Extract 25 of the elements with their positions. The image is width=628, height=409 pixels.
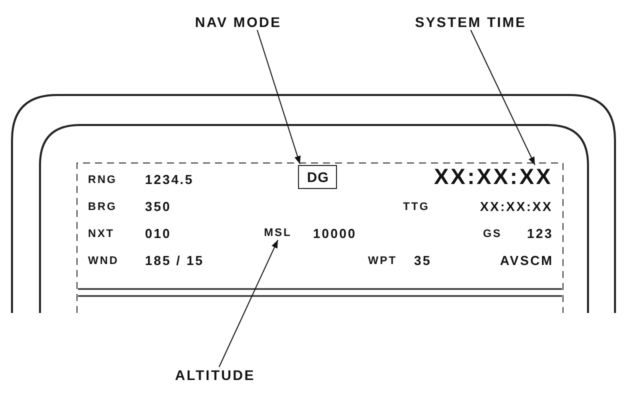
field-value: 35 (414, 254, 432, 267)
field-label: WPT (368, 256, 397, 267)
callout-label: NAV MODE (195, 15, 282, 29)
field-value: 185 / 15 (145, 254, 204, 267)
callout-label: ALTITUDE (175, 368, 256, 382)
field-value: AVSCM (500, 254, 554, 267)
leader-line (470, 30, 536, 166)
field-label: MSL (264, 228, 292, 239)
field-value: 010 (145, 227, 172, 240)
field-label: GS (483, 229, 502, 240)
leader-line (218, 240, 278, 368)
field-value: 350 (145, 200, 172, 213)
field-value: XX:XX:XX (480, 200, 553, 213)
field-label: NXT (88, 229, 114, 240)
field-value: 10000 (313, 227, 357, 240)
mode-indicator: DG (298, 165, 337, 189)
field-label: WND (88, 256, 119, 267)
leader-line (256, 30, 301, 164)
field-value: 1234.5 (145, 173, 194, 186)
field-label: TTG (403, 202, 430, 213)
field-label: BRG (88, 202, 117, 213)
time-readout: XX:XX:XX (434, 166, 553, 188)
field-label: RNG (88, 175, 117, 186)
field-value: 123 (527, 227, 554, 240)
callout-label: SYSTEM TIME (415, 15, 526, 29)
